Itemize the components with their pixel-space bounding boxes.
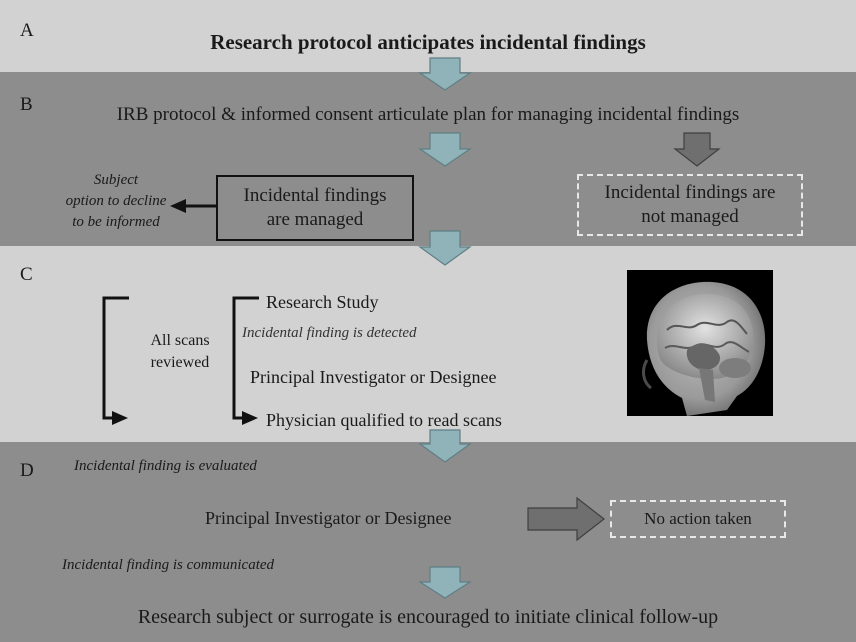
arrow-d-to-followup [417, 566, 473, 599]
not-managed-box: Incidental findings are not managed [577, 174, 803, 236]
section-d-band [0, 442, 856, 642]
section-b-title: IRB protocol & informed consent articula… [116, 104, 740, 125]
arrow-b-down-left [418, 132, 472, 167]
arrow-decline-head [170, 199, 186, 213]
finding-detected-label: Incidental finding is detected [242, 325, 417, 341]
bracket-all-scans-head [112, 411, 128, 425]
all-scans-reviewed-text: All scans reviewed [150, 332, 210, 371]
section-a-letter: A [20, 20, 34, 41]
section-b-letter: B [20, 94, 33, 115]
section-a-band [0, 0, 856, 72]
finding-communicated-label: Incidental finding is communicated [62, 557, 275, 573]
managed-box: Incidental findings are managed [216, 175, 414, 241]
bracket-all-scans [102, 296, 129, 420]
finding-evaluated-label: Incidental finding is evaluated [74, 458, 257, 474]
research-study-label: Research Study [266, 292, 379, 312]
mri-brain-drawing [642, 281, 766, 416]
pi-designee-label-d: Principal Investigator or Designee [205, 508, 452, 528]
subject-option-text: Subject option to decline to be informed [65, 172, 167, 230]
arrow-a-to-b [418, 57, 472, 91]
section-d-letter: D [20, 460, 34, 481]
arrow-no-action [527, 496, 605, 542]
arrow-b-to-c [418, 230, 472, 266]
physician-label: Physician qualified to read scans [266, 410, 502, 430]
bracket-research-head [242, 411, 258, 425]
arrow-c-to-d [418, 429, 472, 463]
no-action-box: No action taken [610, 500, 786, 538]
section-c-letter: C [20, 264, 33, 285]
pi-designee-label-c: Principal Investigator or Designee [250, 367, 497, 387]
bracket-research [232, 296, 259, 420]
followup-text: Research subject or surrogate is encoura… [137, 606, 719, 628]
arrow-b-down-right [673, 132, 721, 167]
mri-brain-image [627, 270, 773, 416]
section-a-title: Research protocol anticipates incidental… [210, 30, 646, 54]
